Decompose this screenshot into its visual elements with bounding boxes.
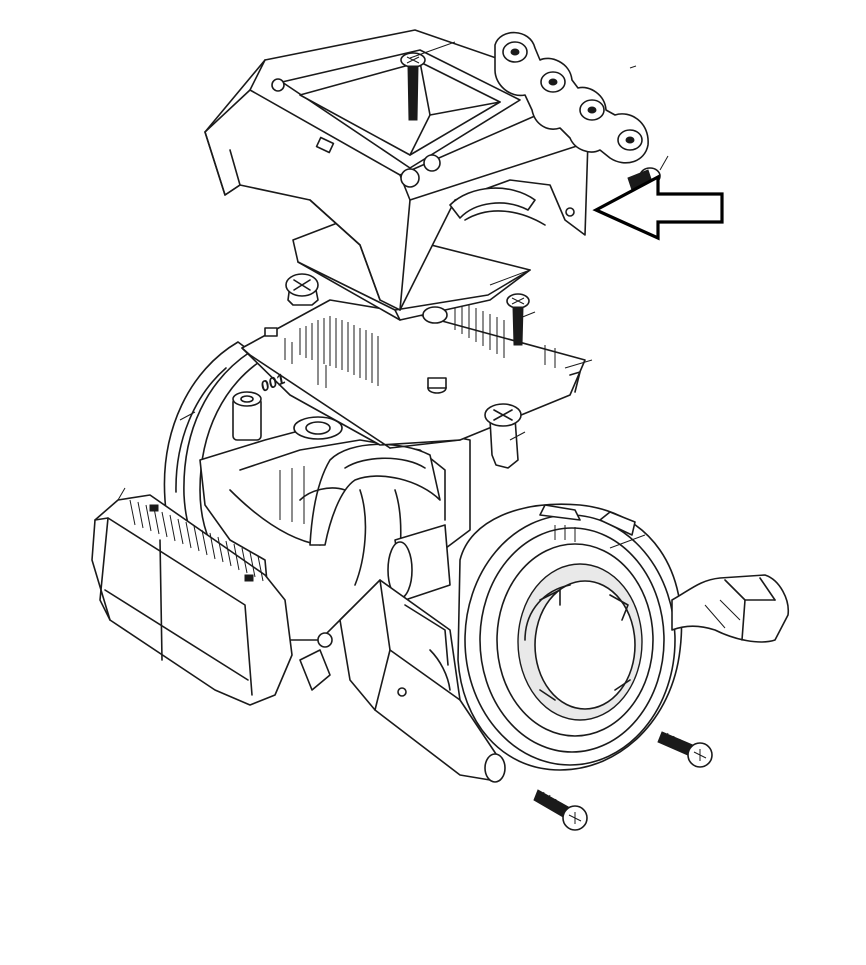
mounting-screw-lower — [533, 789, 588, 831]
snap-pin-left — [285, 273, 319, 306]
leader-lines — [117, 41, 669, 549]
top-cover-housing — [204, 29, 589, 311]
display-head — [91, 494, 293, 706]
connector-module — [339, 579, 506, 783]
cover-gasket-strip — [494, 31, 649, 164]
cover-screw — [400, 52, 426, 121]
pcb-pins — [284, 300, 556, 388]
bearing-ring — [457, 503, 683, 771]
main-body-housing — [163, 341, 471, 691]
pcb-board: 001 — [241, 299, 586, 449]
mounting-screw-upper — [657, 731, 713, 768]
lever-handle — [671, 574, 790, 643]
callout-arrow — [592, 174, 724, 241]
heat-sink-fins — [129, 499, 264, 582]
snap-pin-right — [484, 403, 522, 469]
pcb-screw — [506, 293, 530, 346]
